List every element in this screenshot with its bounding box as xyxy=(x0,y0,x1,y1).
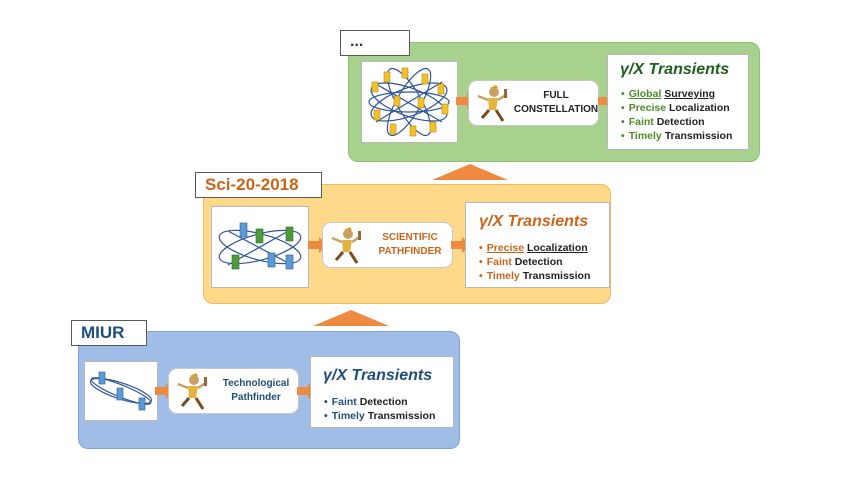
mission-label: FULL CONSTELLATION xyxy=(513,90,599,115)
tech-pathfinder-diagram-box xyxy=(84,361,158,421)
list-item: •Faint Detection xyxy=(621,116,705,128)
orbit-satellites-icon xyxy=(89,371,153,411)
output-title: γ/X Transients xyxy=(620,61,730,78)
mission-label: SCIENTIFIC PATHFINDER xyxy=(378,232,442,257)
mission-label: Technological Pathfinder xyxy=(222,378,290,403)
list-item: •Timely Transmission xyxy=(479,270,591,282)
orbit-satellites-icon xyxy=(218,222,302,270)
technological-pathfinder-output: γ/X Transients •Faint Detection •Timely … xyxy=(310,356,454,428)
output-title: γ/X Transients xyxy=(323,367,433,384)
list-item: •Precise Localization xyxy=(479,242,588,254)
scientific-pathfinder-output: γ/X Transients •Precise Localization •Fa… xyxy=(465,202,610,288)
hermes-mascot-icon xyxy=(331,227,362,264)
full-constellation-mission: FULL CONSTELLATION xyxy=(468,80,599,126)
list-item: •Global Surveying xyxy=(621,88,716,100)
technological-pathfinder-mission: Technological Pathfinder xyxy=(168,368,299,414)
hermes-mascot-icon xyxy=(177,373,208,410)
list-item: •Timely Transmission xyxy=(621,130,733,142)
satellite-constellation-icon xyxy=(368,67,450,137)
output-list: •Precise Localization •Faint Detection •… xyxy=(479,241,590,283)
scientific-pathfinder-mission: SCIENTIFIC PATHFINDER xyxy=(322,222,453,268)
output-list: •Faint Detection •Timely Transmission xyxy=(324,395,435,423)
output-list: •Global Surveying •Precise Localization … xyxy=(621,87,732,143)
up-arrow-icon xyxy=(313,310,389,326)
top-panel-tag: ... xyxy=(340,30,410,56)
list-item: •Precise Localization xyxy=(621,102,730,114)
full-constellation-output: γ/X Transients •Global Surveying •Precis… xyxy=(607,54,749,150)
pathfinder-diagram-box xyxy=(211,206,309,288)
list-item: •Faint Detection xyxy=(479,256,563,268)
output-title: γ/X Transients xyxy=(479,213,589,230)
hermes-mascot-icon xyxy=(477,85,508,122)
list-item: •Timely Transmission xyxy=(324,410,436,422)
middle-panel-tag: Sci-20-2018 xyxy=(195,172,322,198)
up-arrow-icon xyxy=(432,164,508,180)
list-item: •Faint Detection xyxy=(324,396,408,408)
constellation-diagram-box xyxy=(361,61,458,143)
bottom-panel-tag: MIUR xyxy=(71,320,147,346)
